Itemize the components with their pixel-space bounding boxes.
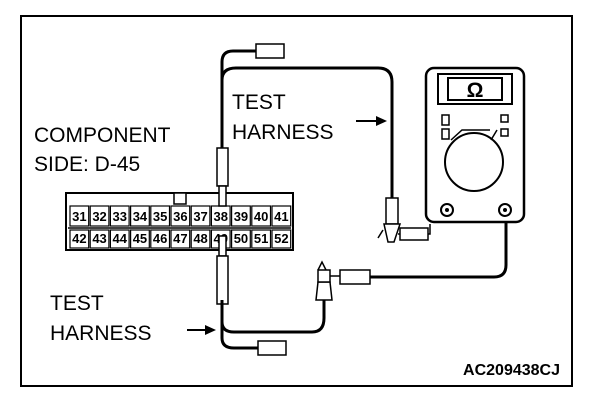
connector-pin-cell [170,205,191,227]
connector-pin-cell [231,205,251,227]
connector-pin-46: 46 [153,231,167,246]
connector-pin-39: 39 [234,209,248,224]
connector-pin-34: 34 [133,209,148,224]
connector-pin-cell [190,229,211,249]
connector-side-label: SIDE: D-45 [34,153,141,176]
connector-pin-41: 41 [274,209,288,224]
connector-pin-cell [89,205,110,227]
connector-pin-47: 47 [173,231,187,246]
connector-pin-cell [69,229,90,249]
connector-pin-42: 42 [72,231,86,246]
ohmmeter [424,66,526,224]
test-harness-top [216,43,431,243]
connector-pin-cell [251,229,272,249]
connector-pin-cell [271,205,292,227]
connector-pin-50: 50 [234,231,248,246]
arrow-bottom [187,325,216,335]
connector-pin-51: 51 [254,231,268,246]
connector-pin-52: 52 [274,231,288,246]
arrow-top [356,116,387,126]
connector-pin-32: 32 [92,209,106,224]
connector-pin-40: 40 [254,209,268,224]
connector-pin-44: 44 [113,231,128,246]
connector-pin-cell [89,229,110,249]
diagram-frame [20,15,573,387]
connector-pin-cell [170,229,191,249]
connector-pin-31: 31 [72,209,86,224]
connector-pin-35: 35 [153,209,167,224]
connector-pin-cell [130,205,150,227]
connector-pin-37: 37 [193,209,207,224]
ohm-symbol: Ω [467,79,484,102]
component-label: COMPONENT [34,124,171,147]
connector-pin-45: 45 [133,231,147,246]
test-harness-bottom-label-line1: TEST [50,292,104,315]
connector-pin-36: 36 [173,209,187,224]
test-harness-top-label-line2: HARNESS [232,121,334,144]
connector-pin-cell [109,205,130,227]
connector-pin-cell [150,229,171,249]
figure-code: AC209438CJ [463,362,560,379]
connector-pin-cell [109,229,130,249]
connector-pin-cell [130,229,150,249]
connector-pin-cell [190,205,211,227]
connector-pin-48: 48 [193,231,207,246]
connector-pin-43: 43 [92,231,106,246]
test-harness-bottom-label-line2: HARNESS [50,322,152,345]
connector-pin-cell [150,205,171,227]
connector-pin-cell [251,205,272,227]
connector-pin-cell [271,229,292,249]
test-harness-bottom [216,212,508,356]
test-harness-top-label-line1: TEST [232,91,286,114]
connector-pin-38: 38 [214,209,228,224]
connector-pin-cell [69,205,90,227]
connector-pin-33: 33 [113,209,127,224]
connector-pin-cell [231,229,251,249]
